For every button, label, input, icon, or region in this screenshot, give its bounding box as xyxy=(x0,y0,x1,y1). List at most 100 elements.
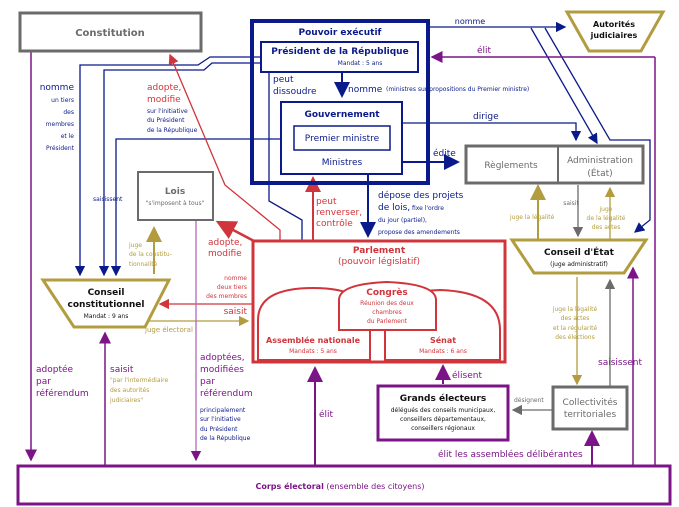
label-saisit-citoyens-note: des autorités xyxy=(110,387,149,394)
label-depose: dépose des projets xyxy=(378,190,464,201)
grand-electors-desc: délégués des conseils municipaux, xyxy=(391,407,496,414)
label-saisit-ce: saisit xyxy=(563,200,579,207)
label-elit-president: élit xyxy=(477,45,492,56)
label-nomme-cc: nomme xyxy=(40,83,75,93)
executive-title: Pouvoir exécutif xyxy=(299,27,382,38)
label-adopte-constitution-note: sur l'initiative xyxy=(147,108,188,115)
label-juge-legalite-elections: et la régularité xyxy=(553,325,598,332)
label-juge-constitutionnalite: juge xyxy=(128,242,142,249)
label-depose: de lois, xyxy=(378,203,410,213)
label-juge-legalite-elections: juge la légalité xyxy=(552,306,598,313)
council-of-state-node: Conseil d'État (juge administratif) xyxy=(509,238,649,275)
senate-title: Sénat xyxy=(430,335,456,345)
regulations-label: Règlements xyxy=(484,160,538,171)
label-saisit-citoyens: saisit xyxy=(110,365,134,375)
council-of-state-subtitle: (juge administratif) xyxy=(550,261,608,268)
electorate-label: Corps électoral (ensemble des citoyens) xyxy=(255,481,424,491)
label-juge-legalite-elections: des actes xyxy=(561,315,590,322)
edge-labels: nomme élit peut dissoudre nomme (ministr… xyxy=(36,17,643,460)
label-nomme-cc: un tiers xyxy=(51,97,74,104)
administration-label: (État) xyxy=(587,167,612,179)
electorate-node: Corps électoral (ensemble des citoyens) xyxy=(16,464,672,506)
laws-subtitle: "s'imposent à tous" xyxy=(146,200,205,207)
label-juge-constitutionnalite: de la constitu- xyxy=(129,251,172,258)
electorate-subtitle: (ensemble des citoyens) xyxy=(324,482,425,491)
government-title: Gouvernement xyxy=(304,110,380,120)
label-juge-legalite-elections: des élections xyxy=(555,334,595,341)
label-adopte-constitution-note: de la République xyxy=(147,127,198,134)
president-title: Président de la République xyxy=(271,46,408,57)
label-saisit-cc: saisit xyxy=(224,307,248,317)
label-adoptees-note: principalement xyxy=(200,407,246,414)
congress-desc: Réunion des deux xyxy=(360,300,414,307)
label-juge-legalite-actes: de la légalité xyxy=(587,215,626,222)
label-adoptees-note: sur l'initiative xyxy=(200,416,241,423)
label-nomme-deux-tiers: des membres xyxy=(206,293,247,300)
council-of-state-title: Conseil d'État xyxy=(544,246,615,258)
constitutional-council-node: Conseil constitutionnel Mandat : 9 ans xyxy=(40,278,172,329)
congress-title: Congrès xyxy=(366,287,408,298)
label-juge-legalite-actes: juge xyxy=(599,206,613,213)
grand-electors-desc: conseillers départementaux, xyxy=(400,416,486,423)
label-adoptees-referendum: référendum xyxy=(200,388,253,399)
ministers: Ministres xyxy=(322,158,363,168)
label-nomme-cc: membres xyxy=(46,121,74,128)
label-nomme-deux-tiers: deux tiers xyxy=(217,284,247,291)
label-juge-legalite: juge la légalité xyxy=(509,214,555,221)
laws-title: Lois xyxy=(165,187,185,197)
prime-minister: Premier ministre xyxy=(305,134,380,144)
label-adopte-constitution-note: du Président xyxy=(147,117,185,124)
label-peut-renverser: peut xyxy=(316,197,337,207)
assembly-term: Mandats : 5 ans xyxy=(289,348,337,355)
assembly-title: Assemblée nationale xyxy=(266,335,361,345)
label-adopte-constitution: modifie xyxy=(147,95,181,105)
label-nomme-ministers: nomme xyxy=(348,85,383,95)
label-peut-renverser: renverser, xyxy=(316,208,362,218)
regulations-administration-node: Règlements Administration (État) xyxy=(464,144,645,185)
label-adoptee-referendum: par xyxy=(36,377,51,387)
label-nomme-cc: des xyxy=(63,109,74,116)
local-authorities-label: Collectivités xyxy=(563,397,618,408)
judicial-authorities-label: Autorités xyxy=(593,19,635,29)
label-saisit-citoyens-note: "par l'intermédiaire xyxy=(110,377,169,384)
judicial-authorities-node: Autorités judiciaires xyxy=(564,10,666,53)
label-peut-renverser: contrôle xyxy=(316,218,353,229)
label-depose-note: du jour (partiel), xyxy=(378,217,427,224)
constitutional-council-title: constitutionnel xyxy=(68,300,145,310)
label-peut-dissoudre: dissoudre xyxy=(273,87,317,97)
executive-node: Pouvoir exécutif Président de la Républi… xyxy=(250,19,430,185)
label-juge-constitutionnalite: tionnalité xyxy=(129,261,158,268)
label-saisissent-cc: saisissent xyxy=(93,196,123,203)
parliament-title: Parlement xyxy=(353,246,406,256)
label-edite: édite xyxy=(433,148,456,159)
local-authorities-label: territoriales xyxy=(564,410,617,420)
local-authorities-node: Collectivités territoriales xyxy=(551,385,629,431)
president-term: Mandat : 5 ans xyxy=(338,60,383,67)
constitution-label: Constitution xyxy=(75,28,145,39)
parliament-node: Parlement (pouvoir législatif) Congrès R… xyxy=(251,239,507,364)
label-adoptees-note: du Président xyxy=(200,426,238,433)
parliament-subtitle: (pouvoir législatif) xyxy=(338,256,420,267)
label-depose-note: propose des amendements xyxy=(378,229,460,236)
label-juge-legalite-actes: des actes xyxy=(592,224,621,231)
label-saisissent-ce: saisissent xyxy=(598,358,643,368)
label-saisit-citoyens-note: judiciaires" xyxy=(109,397,143,404)
label-dirige: dirige xyxy=(473,112,499,122)
congress-desc: chambres xyxy=(372,309,402,316)
label-adoptee-referendum: adoptée xyxy=(36,364,74,375)
label-adoptees-referendum: adoptées, xyxy=(200,352,245,363)
label-adopte-constitution: adopte, xyxy=(147,83,181,93)
label-juge-electoral: juge électoral xyxy=(144,326,193,334)
grand-electors-desc: conseillers régionaux xyxy=(411,425,475,432)
congress-desc: du Parlement xyxy=(367,318,408,325)
label-adopte-lois: modifie xyxy=(208,249,242,259)
grand-electors-node: Grands électeurs délégués des conseils m… xyxy=(376,384,510,442)
grand-electors-title: Grands électeurs xyxy=(400,393,486,404)
administration-label: Administration xyxy=(567,156,633,166)
label-nomme-ministers-note: (ministres sur propositions du Premier m… xyxy=(386,86,529,93)
label-adoptees-referendum: modifiées xyxy=(200,364,244,375)
label-adoptee-referendum: référendum xyxy=(36,388,89,399)
label-adoptees-referendum: par xyxy=(200,377,215,387)
label-nomme-deux-tiers: nomme xyxy=(224,275,247,282)
